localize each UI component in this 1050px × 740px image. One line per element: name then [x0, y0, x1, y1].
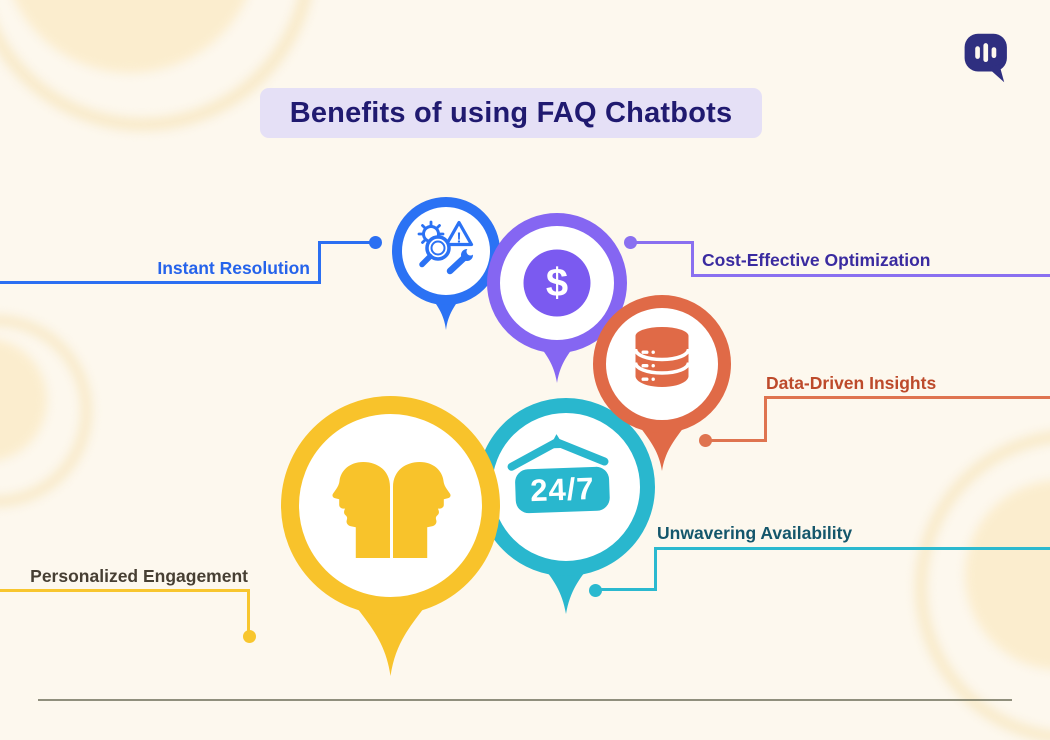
connector-dot-cost-effective — [624, 236, 637, 249]
label-personalized: Personalized Engagement — [30, 566, 248, 586]
page-title: Benefits of using FAQ Chatbots — [289, 96, 733, 129]
connector-unwavering-seg-c — [654, 547, 1050, 550]
connector-personalized-seg-b — [247, 590, 250, 632]
24-7-sign-icon: 24/7 — [507, 434, 610, 514]
connector-dot-data-driven — [699, 434, 712, 447]
connector-instant-resolution-seg-c — [0, 281, 321, 284]
pin-instant-resolution: ! — [392, 197, 500, 330]
dollar-icon: $ — [523, 249, 591, 317]
connector-instant-resolution-seg-a — [318, 241, 371, 244]
connector-cost-effective-seg-a — [635, 241, 694, 244]
label-data-driven: Data-Driven Insights — [766, 373, 937, 393]
connector-cost-effective-seg-b — [691, 241, 694, 277]
connector-data-driven-seg-a — [710, 439, 767, 442]
connector-dot-personalized — [243, 630, 256, 643]
two-heads-icon — [332, 462, 451, 558]
pin-personalized — [281, 396, 500, 676]
chat-bubble-logo-icon — [964, 33, 1007, 83]
footer-divider — [38, 699, 1012, 701]
warning-mark: ! — [457, 230, 462, 247]
decor-circle-bottom-right-ring — [915, 430, 1050, 740]
label-cost-effective: Cost-Effective Optimization — [702, 250, 931, 270]
connector-dot-unwavering — [589, 584, 602, 597]
pin-unwavering: 24/7 — [477, 398, 655, 614]
dollar-sign: $ — [546, 261, 568, 305]
title-banner: Benefits of using FAQ Chatbots — [260, 88, 762, 138]
connector-personalized-seg-c — [0, 589, 250, 592]
connector-unwavering-seg-b — [654, 548, 657, 591]
connector-instant-resolution-seg-b — [318, 241, 321, 284]
connector-data-driven-seg-b — [764, 397, 767, 442]
connector-unwavering-seg-a — [600, 588, 657, 591]
connector-cost-effective-seg-c — [691, 274, 1050, 277]
pin-data-driven — [593, 295, 731, 471]
database-icon — [633, 327, 691, 387]
decor-circle-left-ring — [0, 315, 92, 507]
label-unwavering: Unwavering Availability — [657, 523, 853, 543]
connector-dot-instant-resolution — [369, 236, 382, 249]
troubleshoot-icon: ! — [417, 220, 475, 275]
pin-cost-effective: $ — [487, 213, 627, 383]
24-7-text: 24/7 — [530, 471, 596, 508]
connector-data-driven-seg-c — [764, 396, 1050, 399]
label-instant-resolution: Instant Resolution — [157, 258, 310, 278]
